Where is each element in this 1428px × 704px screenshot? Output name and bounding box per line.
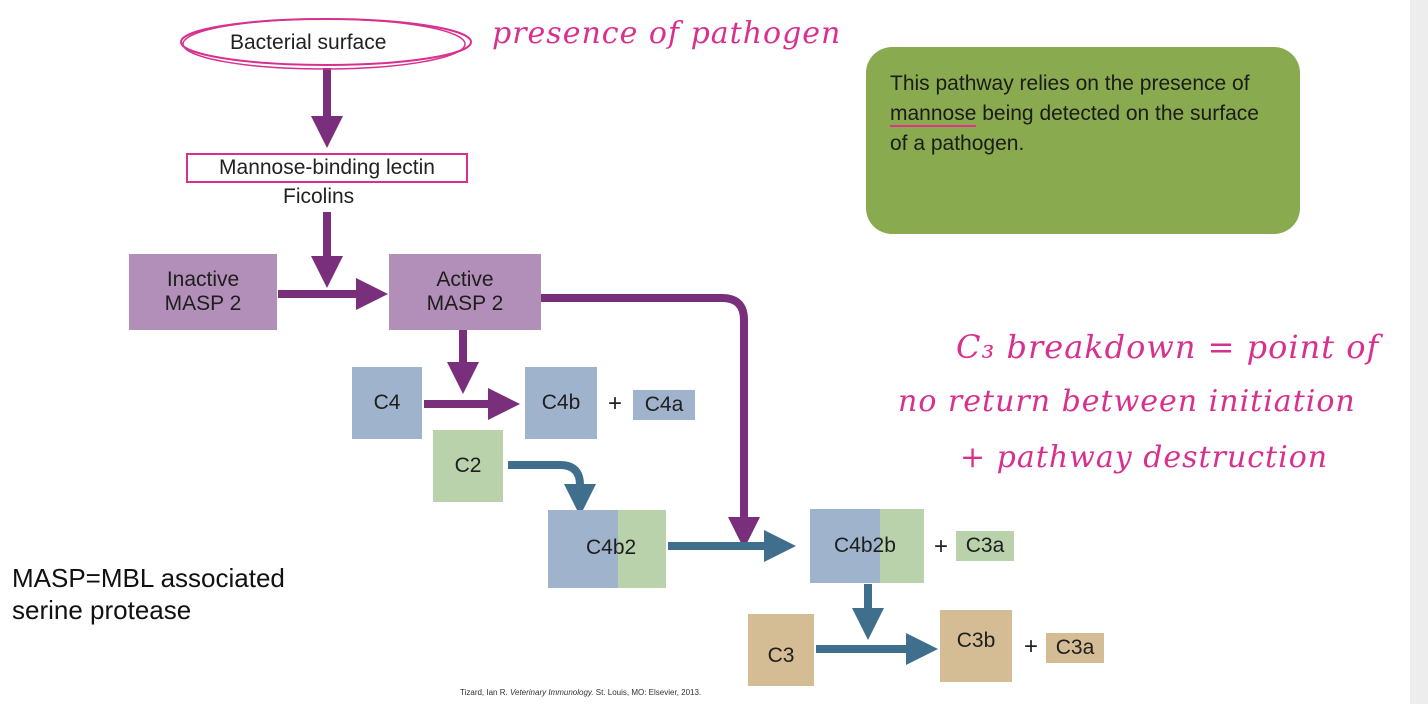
node-inactive-masp2: Inactive MASP 2	[129, 254, 277, 330]
node-c3b: C3b	[940, 610, 1012, 682]
note-highlight-mannose: mannose	[890, 102, 977, 127]
plus-c3a-1: +	[934, 533, 949, 560]
citation-rest: St. Louis, MO: Elsevier, 2013.	[593, 688, 702, 697]
node-bacterial-surface: Bacterial surface	[230, 31, 387, 54]
node-c3a-1: C3a	[956, 531, 1014, 561]
scrollbar-strip	[1410, 0, 1428, 704]
annotation-c3-line1: C₃ breakdown = point of	[956, 328, 1380, 366]
note-text-before: This pathway relies on the presence of	[890, 72, 1250, 95]
node-active-masp2: Active MASP 2	[389, 254, 541, 330]
node-c3a-2: C3a	[1046, 633, 1104, 663]
legend-masp: MASP=MBL associated serine protease	[12, 562, 285, 626]
arrow-c2-to-c4b2	[508, 461, 596, 516]
arrow-active-to-junction	[540, 294, 760, 549]
node-c2: C2	[433, 430, 503, 502]
node-c4: C4	[352, 367, 422, 439]
citation-author: Tizard, Ian R.	[460, 688, 510, 697]
mbl-label: Mannose-binding lectin	[219, 156, 435, 179]
c4b2b-label: C4b2b	[834, 534, 896, 557]
node-c4b2b	[810, 509, 924, 583]
plus-c3a-2: +	[1024, 633, 1039, 660]
note-text-after: being detected on the surface of a patho…	[890, 102, 1259, 155]
node-c3: C3	[748, 614, 814, 686]
node-mannose-binding-lectin: Mannose-binding lectin	[186, 153, 468, 183]
annotation-c3-line3: + pathway destruction	[960, 440, 1329, 475]
info-note: This pathway relies on the presence of m…	[866, 47, 1300, 234]
node-ficolins: Ficolins	[283, 185, 355, 208]
pathogen-circle-stroke2	[182, 18, 466, 70]
node-c4b2	[548, 510, 666, 588]
annotation-c3-line2: no return between initiation	[898, 384, 1356, 419]
legend-line1: MASP=MBL associated	[12, 563, 285, 593]
plus-c4: +	[608, 390, 623, 417]
legend-line2: serine protease	[12, 595, 192, 625]
node-c4b: C4b	[525, 367, 597, 439]
citation-title: Veterinary Immunology.	[509, 688, 594, 697]
annotation-pathogen: presence of pathogen	[492, 16, 842, 51]
node-c4a: C4a	[633, 390, 695, 420]
c4b2-label: C4b2	[586, 536, 637, 559]
citation: Tizard, Ian R. Veterinary Immunology. St…	[460, 688, 701, 697]
